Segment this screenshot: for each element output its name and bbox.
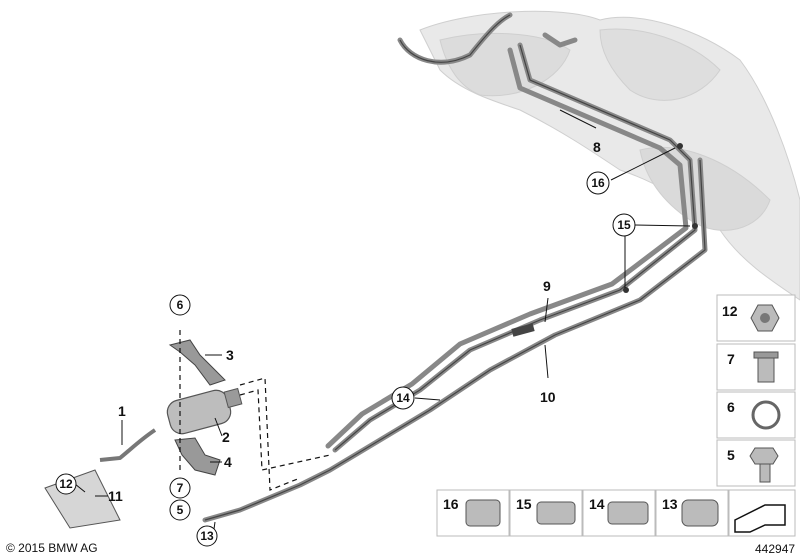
pipe-clip (511, 323, 535, 337)
bracket-lower (174, 437, 221, 476)
callout-5: 5 (177, 503, 184, 517)
hex-bolt-icon (749, 447, 779, 483)
clip-14-icon (607, 501, 649, 525)
callout-12: 12 (59, 477, 73, 491)
legend-bottom-3: 13 (662, 496, 678, 512)
callout-3: 3 (226, 347, 234, 363)
legend-side-3: 5 (727, 447, 735, 463)
legend-side-1: 7 (727, 351, 735, 367)
legend-side-2: 6 (727, 399, 735, 415)
pipe-connector-15b (623, 287, 629, 293)
callout-7: 7 (177, 481, 184, 495)
pipe-connector-15 (692, 223, 698, 229)
arrow-icon (734, 504, 786, 533)
clip-16-icon (465, 499, 501, 527)
legend-bottom: 16 15 14 13 (436, 489, 796, 537)
spring-clip-icon (751, 400, 781, 430)
callout-10: 10 (540, 389, 556, 405)
bracket-upper (168, 339, 226, 386)
assembly-lines (179, 330, 331, 491)
fuel-filter (166, 387, 243, 435)
callout-1: 1 (118, 403, 126, 419)
pipe-connector-16 (677, 143, 683, 149)
callout-13: 13 (200, 529, 214, 543)
legend-bottom-1: 15 (516, 496, 532, 512)
legend-side: 12 7 6 5 (716, 294, 796, 487)
legend-bottom-2: 14 (589, 496, 605, 512)
callout-8: 8 (593, 139, 601, 155)
clip-13-icon (681, 499, 719, 527)
hose-1 (99, 428, 157, 462)
circled-callouts (55, 171, 636, 547)
clip-15-icon (536, 501, 576, 525)
transmission-illustration (419, 10, 800, 301)
copyright-text: © 2015 BMW AG (6, 541, 98, 555)
image-number: 442947 (755, 542, 795, 556)
legend-side-0: 12 (722, 303, 738, 319)
callout-14: 14 (396, 391, 410, 405)
callout-2: 2 (222, 429, 230, 445)
callout-15: 15 (617, 218, 631, 232)
callout-9: 9 (543, 278, 551, 294)
legend-bottom-0: 16 (443, 496, 459, 512)
callout-11: 11 (108, 488, 123, 504)
callout-6: 6 (177, 298, 184, 312)
leader-lines (74, 109, 691, 537)
callout-4: 4 (224, 454, 232, 470)
callout-16: 16 (591, 176, 605, 190)
